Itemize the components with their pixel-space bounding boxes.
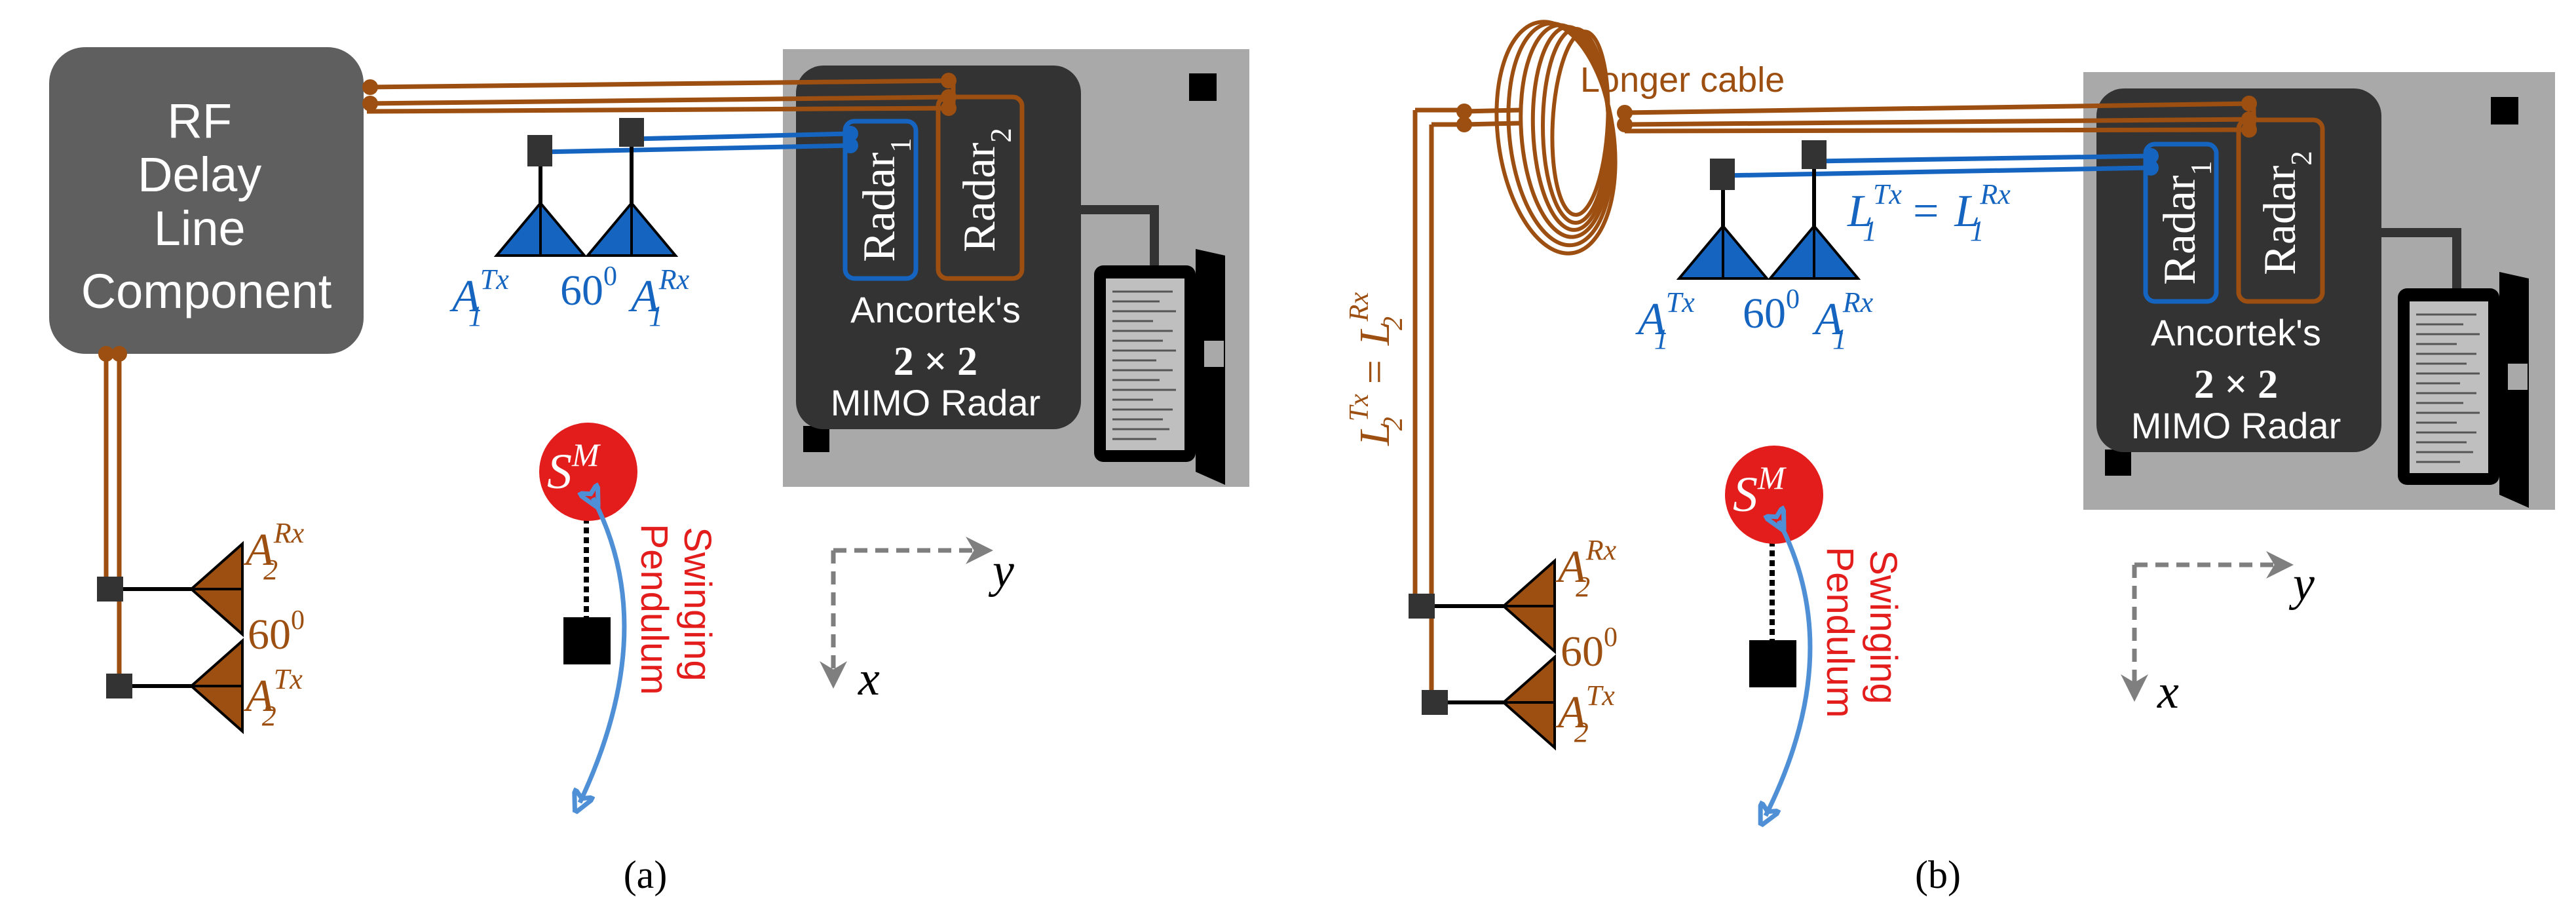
coiled-cable (1494, 20, 1618, 256)
radar1-label: Radar1 (854, 138, 917, 262)
angle2-label: 600 (248, 605, 305, 659)
antenna-pair-2 (1409, 558, 1556, 751)
rf-delay-line-box (49, 47, 364, 354)
corner-marker (2105, 449, 2131, 476)
mimo-size-label: 2 × 2 (894, 339, 977, 384)
radar1-box (2143, 142, 2219, 304)
pendulum (1725, 446, 1823, 816)
blue-cable (540, 131, 851, 155)
radar2-box (936, 94, 1025, 281)
panel-a: Radar1 Radar2 Ancortek's 2 × 2 MIMO Rada… (49, 47, 1249, 896)
laptop-icon (2375, 228, 2529, 508)
longer-cable-label: Longer cable (1580, 60, 1785, 100)
pendulum-label: Swinging Pendulum (633, 524, 719, 695)
antenna-pair-2 (97, 541, 244, 735)
coordinate-axes (820, 537, 993, 689)
radar2-label: Radar2 (2255, 151, 2318, 275)
caption-b: (b) (1915, 853, 1961, 896)
radar1-label: Radar1 (2155, 161, 2218, 285)
angle1-label: 600 (1743, 284, 1800, 337)
radar1-box (843, 119, 919, 281)
ancortek-label: Ancortek's (850, 289, 1021, 330)
coordinate-axes (2121, 551, 2294, 702)
brown-cable (1464, 101, 2256, 134)
sm-label: SM (547, 436, 601, 499)
pendulum (539, 423, 637, 803)
mimo-radar-label: MIMO Radar (2131, 405, 2341, 446)
corner-marker (2491, 97, 2518, 124)
antenna-pair-1 (1676, 140, 1861, 280)
rf-delay-line-label: RF Delay Line Component (81, 94, 332, 318)
corner-marker (1189, 73, 1217, 101)
panel-b: Radar1 Radar2 Ancortek's 2 × 2 MIMO Rada… (1344, 20, 2555, 896)
angle1-label: 600 (560, 261, 617, 315)
axis-x-label: x (2157, 665, 2179, 719)
sm-label: SM (1733, 459, 1787, 522)
corner-marker (803, 426, 829, 452)
brown-cable (104, 354, 122, 681)
angle2-label: 600 (1561, 622, 1618, 676)
length2-equality: LTx2=LRx2 (1344, 292, 1409, 446)
radar2-label: Radar2 (955, 128, 1017, 252)
ancortek-label: Ancortek's (2151, 312, 2321, 353)
blue-cable (1722, 153, 2151, 178)
radar2-box (2236, 117, 2325, 304)
mimo-size-label: 2 × 2 (2194, 362, 2278, 407)
pendulum-label: Swinging Pendulum (1819, 546, 1904, 717)
axis-y-label: y (988, 544, 1014, 598)
axis-x-label: x (858, 652, 880, 706)
axis-y-label: y (2288, 557, 2315, 611)
caption-a: (a) (624, 853, 668, 896)
laptop-icon (1071, 205, 1225, 485)
antenna-pair-1 (493, 118, 679, 257)
mimo-radar-label: MIMO Radar (831, 382, 1041, 423)
